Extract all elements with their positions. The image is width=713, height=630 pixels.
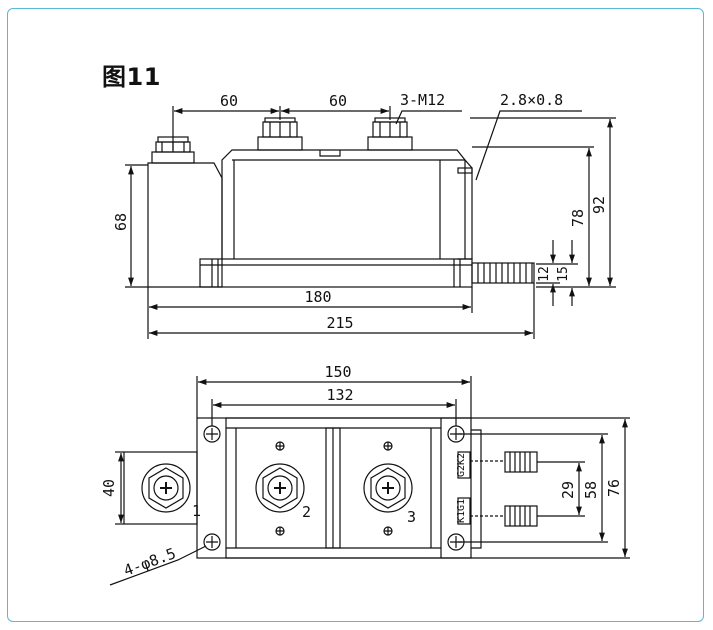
dim-215-label: 215 xyxy=(326,314,353,332)
tab-size-label: 2.8×0.8 xyxy=(500,91,563,109)
dim-180-label: 180 xyxy=(304,288,331,306)
right-tab-area xyxy=(471,429,482,549)
tab-leader xyxy=(475,110,582,181)
top-view: 1 2 3 G2K2 K1G1 150 132 xyxy=(100,363,630,586)
thread-label: 3-M12 xyxy=(400,91,445,109)
dim-60-left: 60 xyxy=(220,92,238,110)
dim-40-label: 40 xyxy=(100,479,118,497)
thread-leader xyxy=(395,110,462,125)
middle-nut xyxy=(257,117,303,151)
terminal-3-label: 3 xyxy=(407,508,416,526)
dim-12-15 xyxy=(536,240,578,306)
gate-tab-upper xyxy=(470,451,538,473)
terminal-1-label: 1 xyxy=(192,502,201,520)
dim-92-label: 92 xyxy=(590,196,608,214)
dim-150-132 xyxy=(196,376,472,426)
right-nut xyxy=(367,117,413,151)
dim-132-label: 132 xyxy=(326,386,353,404)
gate-tab-lower xyxy=(470,505,538,527)
dim-60-right: 60 xyxy=(329,92,347,110)
left-terminal-block xyxy=(147,162,223,288)
figure-title: 图11 xyxy=(102,63,161,91)
terminal-2-nut xyxy=(255,463,305,513)
dim-29-58-76 xyxy=(441,417,630,559)
tab-label-k1g1: K1G1 xyxy=(456,499,467,523)
top-base-plate xyxy=(196,417,472,559)
dim-180-215 xyxy=(147,283,535,339)
dim-68 xyxy=(125,164,148,288)
top-housing xyxy=(225,417,442,559)
terminal-pad-1 xyxy=(123,451,198,525)
dim-15-label: 15 xyxy=(556,266,571,282)
dim-78-92 xyxy=(470,117,616,288)
dim-76-label: 76 xyxy=(605,479,623,497)
tab-label-g2k2: G2K2 xyxy=(456,453,467,477)
side-view: 60 60 3-M12 2.8×0.8 68 78 92 xyxy=(112,91,616,339)
dim-78-label: 78 xyxy=(569,209,587,227)
terminal-1-nut xyxy=(141,463,191,513)
main-housing xyxy=(221,149,466,259)
base-plate xyxy=(199,258,473,288)
dim-150-label: 150 xyxy=(324,363,351,381)
dim-12-label: 12 xyxy=(537,266,552,282)
hole-callout-leader xyxy=(109,545,207,586)
side-tabs xyxy=(471,262,535,284)
dim-29-label: 29 xyxy=(559,481,577,499)
hole-callout-label: 4-φ8.5 xyxy=(121,544,178,579)
terminal-2-label: 2 xyxy=(302,503,311,521)
dim-68-label: 68 xyxy=(112,213,130,231)
dim-60-60 xyxy=(172,106,391,150)
mounting-holes xyxy=(203,425,465,551)
small-screws xyxy=(275,441,393,536)
dim-58-label: 58 xyxy=(582,481,600,499)
terminal-3-nut xyxy=(363,463,413,513)
dim-40 xyxy=(115,451,124,525)
